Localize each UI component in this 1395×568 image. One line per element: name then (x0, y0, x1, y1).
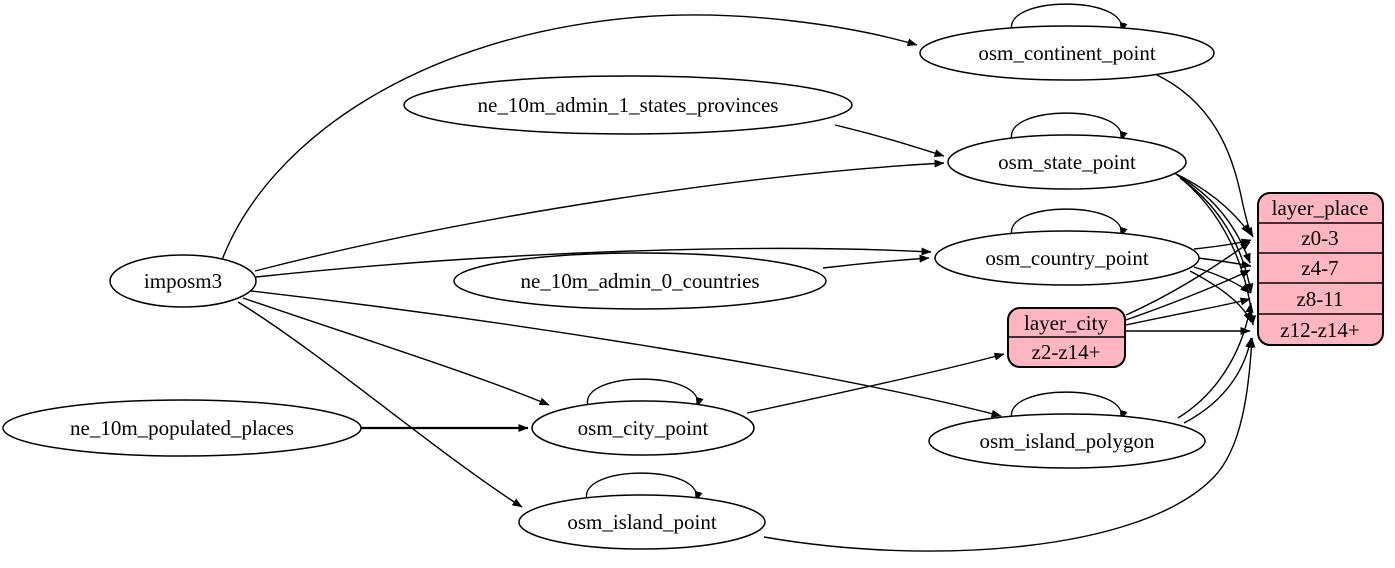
edge-osm_state_point-layer_place-z0-3 (1171, 171, 1251, 235)
edge-osm_city_point-layer_city (746, 352, 1005, 414)
edge-imposm3-osm_island_polygon (250, 290, 1002, 418)
record-layer_place-shape (1257, 192, 1384, 346)
node-ne_10m_populated_places-label: ne_10m_populated_places (70, 416, 294, 440)
node-osm_country_point-label: osm_country_point (985, 246, 1148, 270)
edge-osm_country_point-layer_place-z4-7 (1197, 257, 1252, 269)
node-ne_10m_admin_1_states_provinces-label: ne_10m_admin_1_states_provinces (478, 93, 779, 117)
node-osm_state_point: osm_state_point (947, 134, 1187, 190)
selfloop-osm_city_point (587, 378, 704, 408)
edge-layer_city-layer_place-z0-3 (1125, 241, 1251, 316)
record-layer_place-title: layer_place (1272, 196, 1369, 220)
node-ne_10m_populated_places-shape (2, 399, 362, 457)
edge-osm_country_point-layer_place-z0-3 (1193, 238, 1252, 250)
edge-layer_city-layer_place-z8-11 (1125, 297, 1251, 326)
node-osm_island_polygon-shape (928, 413, 1206, 469)
record-layer_city-row-z2-z14: z2-z14+ (1032, 340, 1101, 364)
node-imposm3: imposm3 (109, 254, 257, 308)
node-osm_city_point: osm_city_point (531, 400, 755, 456)
node-osm_continent_point: osm_continent_point (919, 25, 1215, 81)
record-layer_place-row-z12-z14: z12-z14+ (1280, 318, 1359, 342)
edge-imposm3-osm_state_point (254, 159, 945, 272)
edges (221, 3, 1257, 552)
node-osm_island_polygon: osm_island_polygon (928, 413, 1206, 469)
edge-osm_island_polygon-layer_place-z8-11 (1177, 302, 1254, 419)
edge-layer_city-layer_place-z4-7 (1125, 269, 1251, 321)
record-layer_city: layer_city z2-z14+ (1007, 307, 1126, 368)
edge-osm_country_point-layer_place-z12-z14 (1189, 270, 1252, 323)
selfloop-osm_island_polygon (1011, 391, 1128, 421)
selfloop-osm_state_point (1011, 112, 1128, 142)
node-osm_state_point-label: osm_state_point (998, 150, 1136, 174)
node-osm_continent_point-shape (919, 25, 1215, 81)
record-layer_place-row-z4-7: z4-7 (1301, 256, 1338, 280)
node-osm_city_point-label: osm_city_point (578, 416, 709, 440)
edge-imposm3-osm_island_point (237, 301, 523, 508)
node-osm_island_point: osm_island_point (518, 494, 766, 550)
node-ne_10m_admin_0_countries-label: ne_10m_admin_0_countries (520, 269, 759, 293)
record-layer_city-title: layer_city (1024, 311, 1108, 335)
selfloop-osm_continent_point (1011, 3, 1128, 33)
edge-osm_island_point-layer_place-z12-z14 (763, 337, 1256, 552)
edge-imposm3-osm_continent_point (221, 14, 918, 261)
edge-ne_10m_admin_1_states_provinces-osm_state_point (834, 124, 945, 158)
node-ne_10m_admin_1_states_provinces-shape (403, 75, 853, 135)
node-ne_10m_populated_places: ne_10m_populated_places (2, 399, 362, 457)
selfloop-osm_country_point (1011, 208, 1128, 238)
selfloop-osm_island_point (586, 472, 703, 502)
edge-osm_country_point-layer_place-z8-11 (1193, 266, 1251, 294)
node-imposm3-shape (109, 254, 257, 308)
node-ne_10m_admin_0_countries: ne_10m_admin_0_countries (453, 252, 827, 310)
node-ne_10m_admin_0_countries-shape (453, 252, 827, 310)
node-osm_country_point-shape (934, 230, 1200, 286)
node-osm_country_point: osm_country_point (934, 230, 1200, 286)
edge-imposm3-osm_country_point (255, 247, 932, 278)
node-osm_island_point-shape (518, 494, 766, 550)
node-imposm3-label: imposm3 (144, 269, 222, 293)
edge-ne_10m_admin_0_countries-osm_country_point (822, 254, 930, 269)
node-ne_10m_admin_1_states_provinces: ne_10m_admin_1_states_provinces (403, 75, 853, 135)
node-osm_city_point-shape (531, 400, 755, 456)
node-osm_island_polygon-label: osm_island_polygon (979, 429, 1155, 453)
node-osm_continent_point-label: osm_continent_point (978, 41, 1155, 65)
record-layer_place-row-z0-3: z0-3 (1301, 226, 1338, 250)
node-osm_island_point-label: osm_island_point (567, 510, 717, 534)
edge-imposm3-osm_city_point (242, 297, 550, 406)
edge-osm_state_point-layer_place-z8-11 (1179, 177, 1254, 294)
edge-osm_state_point-layer_place-z4-7 (1176, 174, 1251, 264)
node-osm_state_point-shape (947, 134, 1187, 190)
record-layer_place-row-z8-11: z8-11 (1296, 287, 1343, 311)
record-layer_place: layer_place z0-3 z4-7 z8-11 z12-z14+ (1257, 192, 1384, 346)
edge-osm_island_polygon-layer_place-z12-z14 (1183, 337, 1254, 424)
